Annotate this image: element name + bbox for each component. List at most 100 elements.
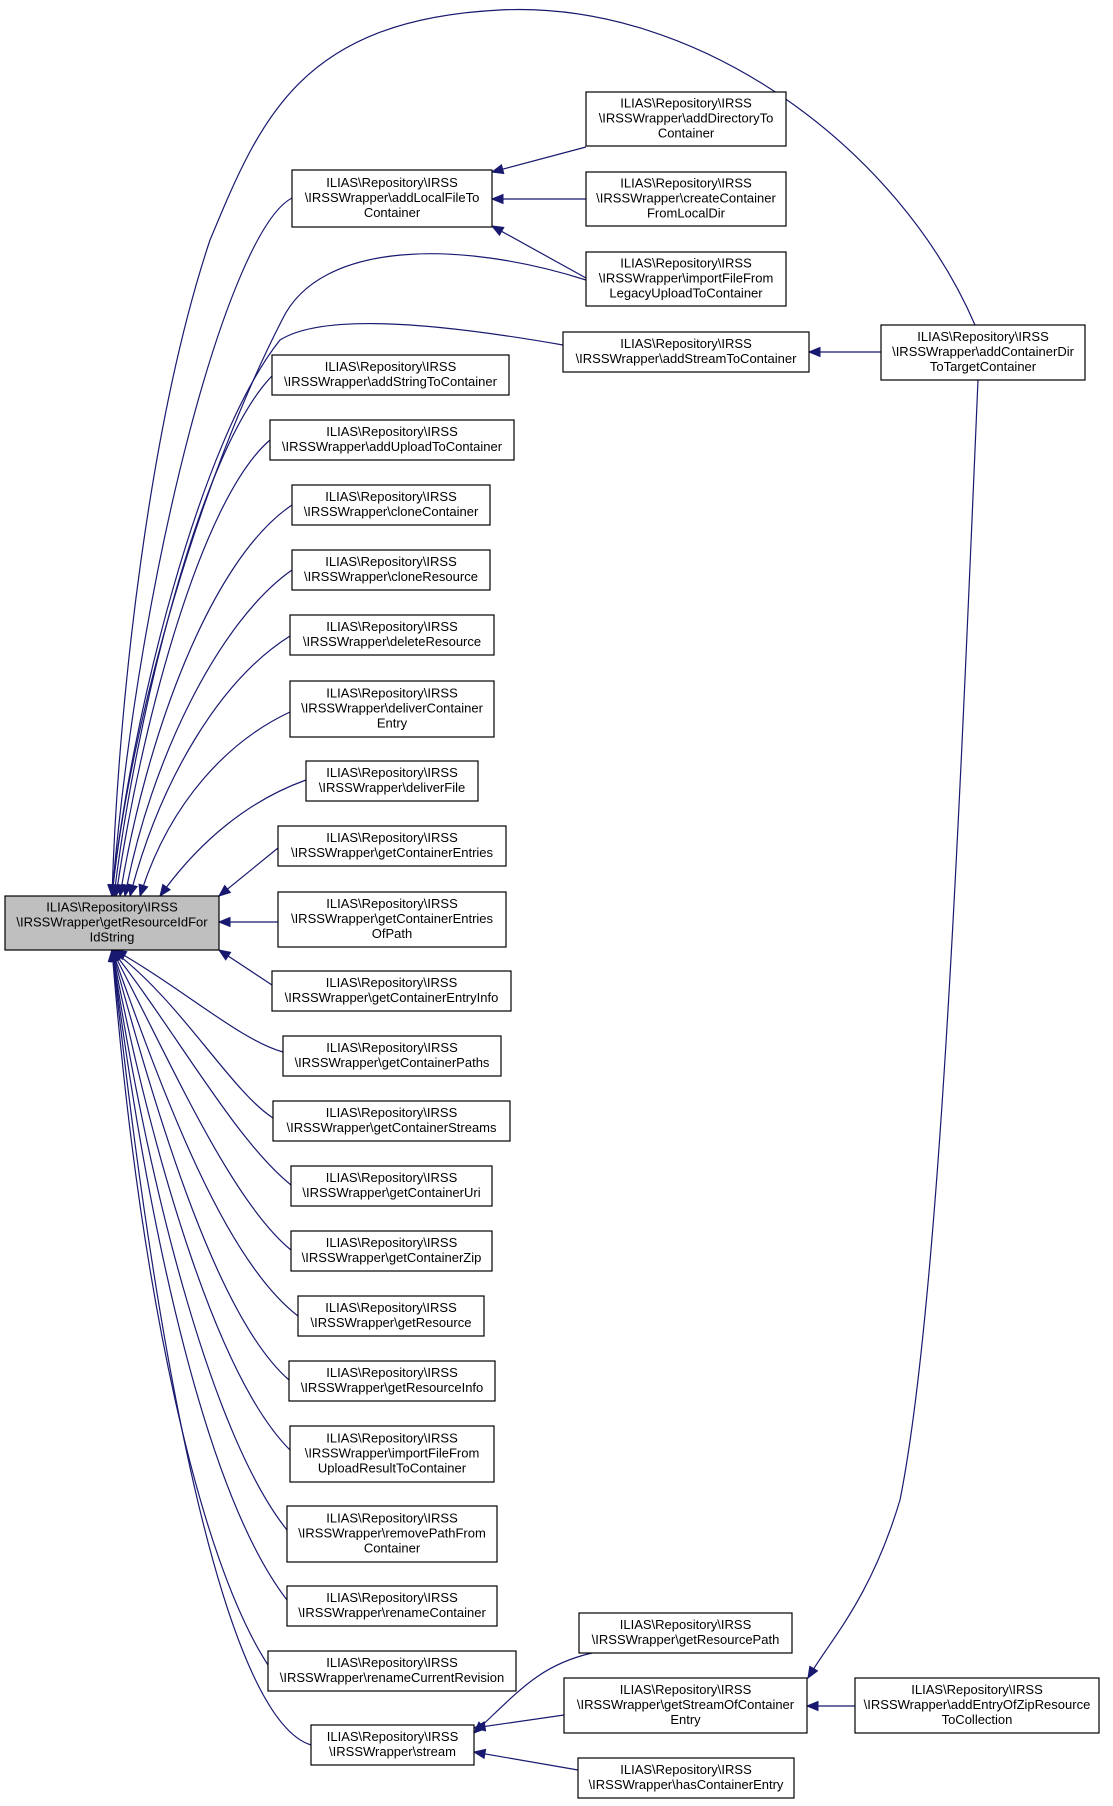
node-box: [271, 970, 512, 1012]
node-label-line: ILIAS\Repository\IRSS: [326, 765, 458, 780]
node-getResourceInfo[interactable]: ILIAS\Repository\IRSS\IRSSWrapper\getRes…: [288, 1360, 496, 1402]
edge-getContainerStreams-to-root: [110, 949, 274, 1119]
edge-getContainerPaths-to-root: [113, 949, 284, 1053]
node-cloneContainer[interactable]: ILIAS\Repository\IRSS\IRSSWrapper\cloneC…: [291, 484, 491, 526]
node-label-line: \IRSSWrapper\getContainerEntryInfo: [285, 990, 499, 1005]
node-getStreamOfContainerEntry[interactable]: ILIAS\Repository\IRSS\IRSSWrapper\getStr…: [563, 1677, 808, 1734]
node-addEntryOfZipResourceToCollection[interactable]: ILIAS\Repository\IRSS\IRSSWrapper\addEnt…: [854, 1677, 1100, 1734]
node-getResource[interactable]: ILIAS\Repository\IRSS\IRSSWrapper\getRes…: [297, 1295, 485, 1337]
node-label-line: \IRSSWrapper\getResource: [311, 1315, 472, 1330]
edge-line: [473, 1652, 593, 1734]
edge-line: [473, 1751, 579, 1771]
node-label-line: Container: [364, 1541, 421, 1556]
node-label-line: ILIAS\Repository\IRSS: [326, 1105, 458, 1120]
node-box: [288, 1360, 496, 1402]
node-getContainerUri[interactable]: ILIAS\Repository\IRSS\IRSSWrapper\getCon…: [290, 1165, 493, 1207]
edge-deliverContainerEntry-to-root: [138, 711, 291, 898]
edge-createContainerFromLocalDir-to-addLocalFileToContainer: [490, 193, 586, 205]
node-label-line: ToTargetContainer: [930, 359, 1037, 374]
node-renameCurrentRevision[interactable]: ILIAS\Repository\IRSS\IRSSWrapper\rename…: [267, 1650, 517, 1692]
edge-addContainerDirToTargetContainer-to-root: [107, 8, 976, 898]
edge-getContainerEntryInfo-to-root: [217, 949, 273, 986]
node-addStringToContainer[interactable]: ILIAS\Repository\IRSS\IRSSWrapper\addStr…: [271, 354, 510, 396]
node-label-line: ToCollection: [942, 1712, 1013, 1727]
edge-line: [111, 949, 292, 1186]
node-label-line: \IRSSWrapper\cloneContainer: [304, 504, 479, 519]
arrowhead: [159, 883, 171, 898]
node-cloneResource[interactable]: ILIAS\Repository\IRSS\IRSSWrapper\cloneR…: [291, 549, 491, 591]
edge-importFileFromLegacyUploadToContainer-to-addLocalFileToContainer: [490, 225, 587, 279]
edge-line: [159, 779, 307, 897]
node-label-line: ILIAS\Repository\IRSS: [326, 175, 458, 190]
node-label-line: \IRSSWrapper\addEntryOfZipResource: [864, 1697, 1091, 1712]
node-deliverContainerEntry[interactable]: ILIAS\Repository\IRSS\IRSSWrapper\delive…: [289, 680, 495, 738]
node-label-line: \IRSSWrapper\removePathFrom: [298, 1526, 486, 1541]
edge-line: [124, 569, 293, 897]
edge-line: [139, 711, 291, 897]
edge-line: [113, 375, 273, 897]
node-box: [291, 169, 493, 228]
edge-importFileFromUploadResultToContainer-to-root: [109, 948, 291, 1451]
node-label-line: IdString: [90, 930, 135, 945]
node-stream[interactable]: ILIAS\Repository\IRSS\IRSSWrapper\stream: [310, 1724, 475, 1766]
node-label-line: ILIAS\Repository\IRSS: [620, 1617, 752, 1632]
node-importFileFromLegacyUploadToContainer[interactable]: ILIAS\Repository\IRSS\IRSSWrapper\import…: [585, 251, 787, 307]
arrowhead: [490, 225, 505, 237]
node-label-line: \IRSSWrapper\getContainerZip: [302, 1250, 482, 1265]
node-box: [585, 171, 787, 227]
node-box: [585, 251, 787, 307]
node-hasContainerEntry[interactable]: ILIAS\Repository\IRSS\IRSSWrapper\hasCon…: [577, 1757, 795, 1799]
arrowhead: [472, 1748, 487, 1760]
node-box: [578, 1612, 793, 1654]
node-renameContainer[interactable]: ILIAS\Repository\IRSS\IRSSWrapper\rename…: [286, 1585, 498, 1627]
edge-addLocalFileToContainer-to-root: [107, 197, 293, 898]
node-getResourcePath[interactable]: ILIAS\Repository\IRSS\IRSSWrapper\getRes…: [578, 1612, 793, 1654]
node-label-line: FromLocalDir: [647, 206, 726, 221]
node-createContainerFromLocalDir[interactable]: ILIAS\Repository\IRSS\IRSSWrapper\create…: [585, 171, 787, 227]
node-addContainerDirToTargetContainer[interactable]: ILIAS\Repository\IRSS\IRSSWrapper\addCon…: [880, 324, 1086, 381]
node-getContainerStreams[interactable]: ILIAS\Repository\IRSS\IRSSWrapper\getCon…: [272, 1100, 511, 1142]
edge-line: [111, 322, 564, 897]
edge-line: [218, 847, 279, 897]
node-addDirectoryToContainer[interactable]: ILIAS\Repository\IRSS\IRSSWrapper\addDir…: [585, 91, 787, 147]
edge-line: [111, 949, 269, 1666]
node-label-line: ILIAS\Repository\IRSS: [326, 1170, 458, 1185]
arrowhead: [138, 883, 149, 898]
node-addStreamToContainer[interactable]: ILIAS\Repository\IRSS\IRSSWrapper\addStr…: [562, 331, 810, 373]
node-addUploadToContainer[interactable]: ILIAS\Repository\IRSS\IRSSWrapper\addUpl…: [269, 419, 515, 461]
arrowhead: [217, 884, 232, 897]
node-label-line: ILIAS\Repository\IRSS: [917, 329, 1049, 344]
node-label-line: ILIAS\Repository\IRSS: [325, 554, 457, 569]
node-label-line: \IRSSWrapper\getContainerPaths: [295, 1055, 490, 1070]
edge-line: [111, 197, 293, 897]
node-label-line: \IRSSWrapper\getResourcePath: [592, 1632, 780, 1647]
edge-line: [119, 504, 293, 897]
node-label-line: \IRSSWrapper\cloneResource: [304, 569, 478, 584]
node-label-line: ILIAS\Repository\IRSS: [620, 1762, 752, 1777]
node-getContainerEntriesOfPath[interactable]: ILIAS\Repository\IRSS\IRSSWrapper\getCon…: [277, 891, 507, 948]
node-removePathFromContainer[interactable]: ILIAS\Repository\IRSS\IRSSWrapper\remove…: [286, 1505, 498, 1563]
arrowhead: [217, 916, 231, 928]
node-getContainerEntryInfo[interactable]: ILIAS\Repository\IRSS\IRSSWrapper\getCon…: [271, 970, 512, 1012]
edge-line: [115, 439, 271, 897]
node-importFileFromUploadResultToContainer[interactable]: ILIAS\Repository\IRSS\IRSSWrapper\import…: [289, 1425, 495, 1483]
node-box: [854, 1677, 1100, 1734]
edge-deliverFile-to-root: [159, 779, 307, 898]
edge-addContainerDirToTargetContainer-to-addStreamToContainer: [807, 346, 881, 358]
node-label-line: \IRSSWrapper\getStreamOfContainer: [577, 1697, 795, 1712]
node-label-line: \IRSSWrapper\getResourceInfo: [301, 1380, 484, 1395]
node-deleteResource[interactable]: ILIAS\Repository\IRSS\IRSSWrapper\delete…: [289, 614, 495, 656]
node-root[interactable]: ILIAS\Repository\IRSS\IRSSWrapper\getRes…: [4, 895, 220, 951]
edge-line: [129, 635, 291, 897]
node-getContainerEntries[interactable]: ILIAS\Repository\IRSS\IRSSWrapper\getCon…: [277, 825, 507, 867]
node-addLocalFileToContainer[interactable]: ILIAS\Repository\IRSS\IRSSWrapper\addLoc…: [291, 169, 493, 228]
node-deliverFile[interactable]: ILIAS\Repository\IRSS\IRSSWrapper\delive…: [305, 760, 479, 802]
node-label-line: ILIAS\Repository\IRSS: [325, 489, 457, 504]
node-label-line: \IRSSWrapper\addLocalFileTo: [305, 190, 480, 205]
node-label-line: LegacyUploadToContainer: [609, 286, 763, 301]
node-getContainerPaths[interactable]: ILIAS\Repository\IRSS\IRSSWrapper\getCon…: [282, 1035, 502, 1077]
node-label-line: \IRSSWrapper\getContainerUri: [302, 1185, 480, 1200]
node-getContainerZip[interactable]: ILIAS\Repository\IRSS\IRSSWrapper\getCon…: [290, 1230, 493, 1272]
node-label-line: Container: [658, 126, 715, 141]
node-label-line: \IRSSWrapper\getResourceIdFor: [16, 915, 208, 930]
